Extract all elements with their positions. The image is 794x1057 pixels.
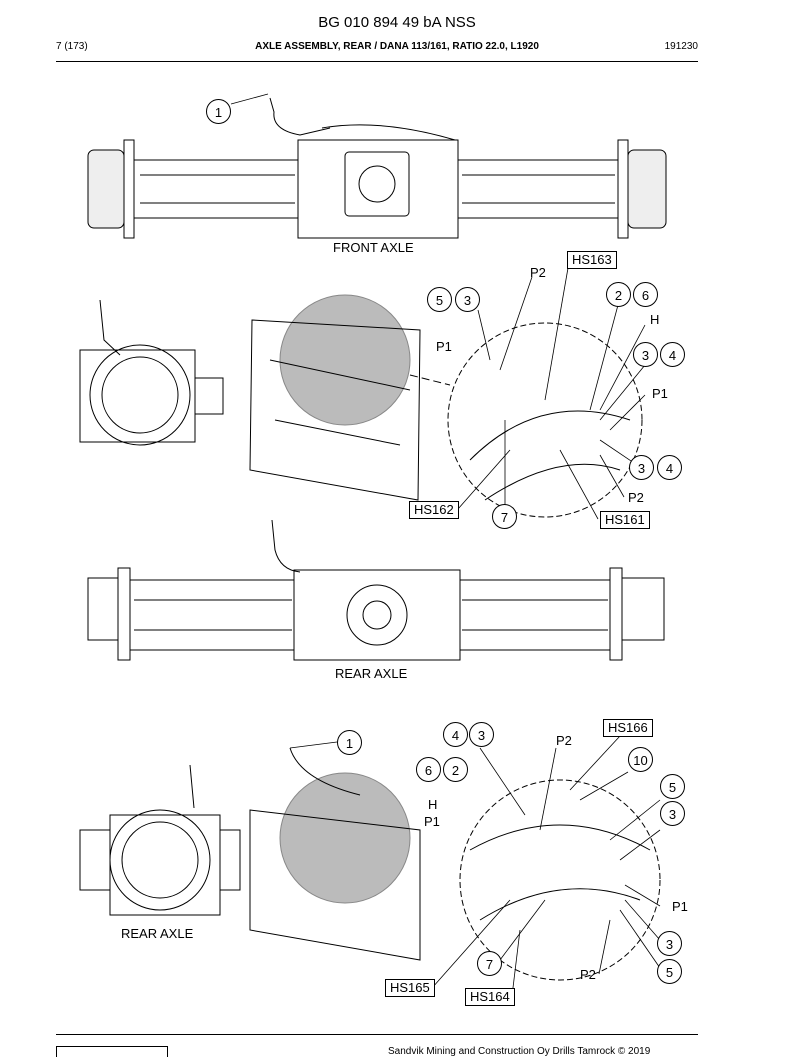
port-label: H	[428, 797, 438, 812]
detail-view-drawing-2	[459, 779, 661, 981]
callout-circle: 7	[492, 504, 517, 529]
header-rule	[56, 61, 698, 62]
hose-tag: HS162	[409, 501, 459, 519]
front-axle-caption: FRONT AXLE	[333, 240, 414, 255]
callout-circle: 4	[657, 455, 682, 480]
rear-axle-drawing	[87, 519, 665, 661]
port-label: H	[650, 312, 660, 327]
document-title: BG 010 894 49 bA NSS	[318, 14, 476, 31]
footer-copyright: Sandvik Mining and Construction Oy Drill…	[388, 1046, 651, 1057]
front-axle-drawing	[87, 97, 667, 239]
callout-circle: 3	[633, 342, 658, 367]
hose-tag: HS166	[603, 719, 653, 737]
callout-circle: 10	[628, 747, 653, 772]
callout-circle: 3	[455, 287, 480, 312]
callout-circle: 3	[657, 931, 682, 956]
port-label: P2	[580, 967, 596, 982]
iso-view-drawing-2	[249, 747, 421, 961]
page-number: 7 (173)	[56, 41, 88, 52]
callout-circle: 5	[660, 774, 685, 799]
callout-circle: 3	[660, 801, 685, 826]
document-code: 191230	[664, 41, 698, 52]
detail-view-drawing-1	[409, 322, 643, 518]
footer-rule	[56, 1034, 698, 1035]
rear-axle-side-caption: REAR AXLE	[121, 926, 194, 941]
callout-circle: 6	[633, 282, 658, 307]
leader-lines	[230, 93, 661, 997]
iso-view-drawing-1	[249, 294, 421, 501]
end-view-drawing-1	[79, 299, 224, 446]
rear-axle-caption: REAR AXLE	[335, 666, 408, 681]
port-label: P2	[628, 490, 644, 505]
callout-circle: 3	[469, 722, 494, 747]
port-label: P2	[556, 733, 572, 748]
callout-circle: 5	[657, 959, 682, 984]
hose-tag: HS163	[567, 251, 617, 269]
sandvik-logo	[56, 1046, 168, 1057]
port-label: P1	[436, 339, 452, 354]
callout-circle: 3	[629, 455, 654, 480]
hose-tag: HS165	[385, 979, 435, 997]
callout-circle: 1	[337, 730, 362, 755]
callout-circle: 4	[660, 342, 685, 367]
callout-circle: 5	[427, 287, 452, 312]
callout-circle: 2	[443, 757, 468, 782]
assembly-title: AXLE ASSEMBLY, REAR / DANA 113/161, RATI…	[255, 41, 539, 52]
port-label: P1	[652, 386, 668, 401]
callout-circle: 2	[606, 282, 631, 307]
hose-tag: HS161	[600, 511, 650, 529]
end-view-drawing-2	[79, 764, 241, 916]
port-label: P1	[672, 899, 688, 914]
port-label: P1	[424, 814, 440, 829]
callout-circle: 4	[443, 722, 468, 747]
callout-circle: 6	[416, 757, 441, 782]
callout-circle: 7	[477, 951, 502, 976]
hose-tag: HS164	[465, 988, 515, 1006]
callout-circle: 1	[206, 99, 231, 124]
port-label: P2	[530, 265, 546, 280]
